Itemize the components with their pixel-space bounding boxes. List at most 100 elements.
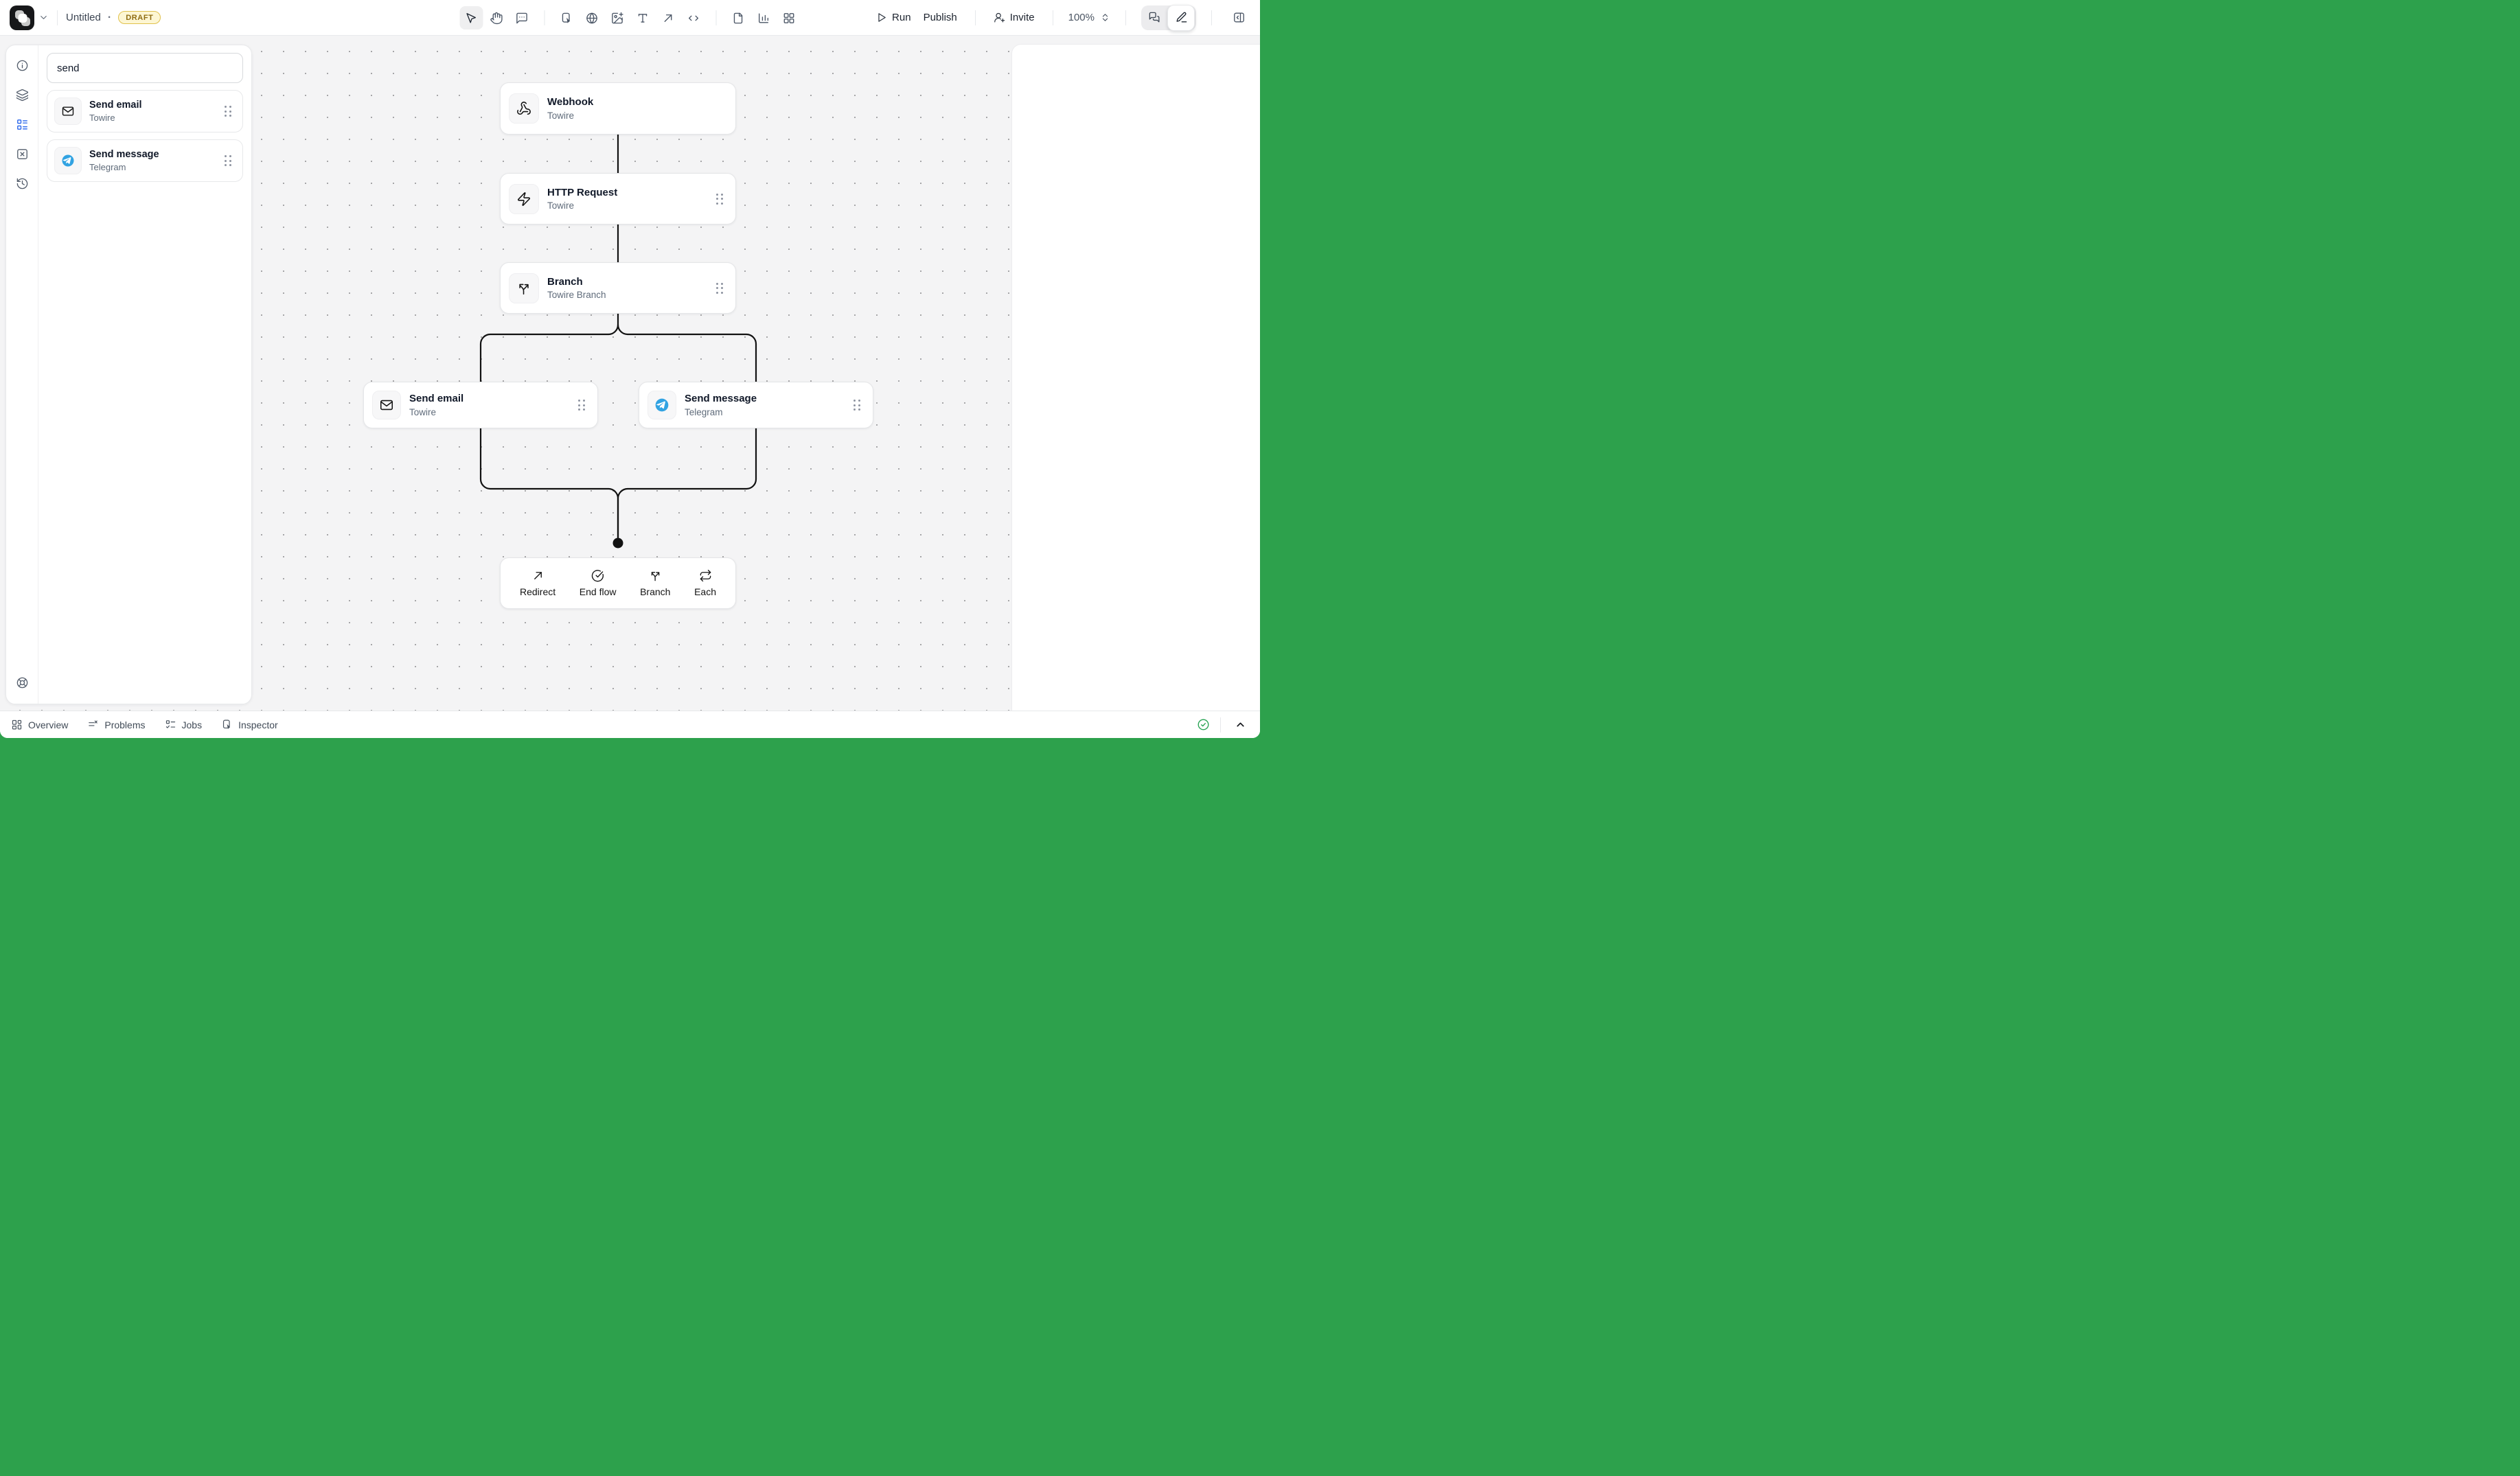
node-iconbox	[509, 183, 539, 214]
node-title: Webhook	[547, 96, 594, 108]
rail-info-button[interactable]	[10, 54, 34, 77]
zoom-value: 100%	[1068, 12, 1095, 23]
topbar-actions: Run Publish Invite 100%	[873, 4, 1250, 31]
node-drag-handle[interactable]	[713, 191, 726, 207]
code-tool-button[interactable]	[682, 6, 705, 30]
invite-button[interactable]: Invite	[991, 8, 1038, 27]
frame-select-tool-button[interactable]	[555, 6, 578, 30]
node-iconbox	[648, 391, 676, 419]
divider	[1125, 10, 1126, 25]
rail-layers-button[interactable]	[10, 83, 34, 106]
mail-icon	[62, 106, 74, 116]
node-search-panel: Send email Towire Send message Telegram	[38, 45, 251, 704]
divider	[57, 10, 58, 25]
workspace-menu-button[interactable]	[38, 12, 49, 23]
action-redirect[interactable]: Redirect	[520, 569, 555, 597]
divider	[715, 10, 716, 25]
run-label: Run	[892, 12, 911, 23]
node-drag-handle[interactable]	[851, 397, 864, 413]
chevron-down-icon	[41, 16, 47, 19]
action-each[interactable]: Each	[694, 569, 716, 597]
tab-jobs[interactable]: Jobs	[165, 719, 203, 730]
comments-mode-button[interactable]	[1143, 8, 1166, 28]
tab-label: Jobs	[181, 719, 203, 730]
flow-endpoint-dot[interactable]	[612, 538, 623, 549]
rail-box-x-button[interactable]	[10, 142, 34, 165]
pen-line-icon	[1176, 12, 1187, 23]
panel-toggle-button[interactable]	[1227, 6, 1250, 30]
search-result-send-email[interactable]: Send email Towire	[47, 90, 243, 132]
split-icon	[651, 571, 660, 581]
zoom-control[interactable]: 100%	[1068, 12, 1110, 23]
select-tool-button[interactable]	[459, 6, 483, 30]
comment-tool-button[interactable]	[510, 6, 534, 30]
node-title: Branch	[547, 275, 583, 288]
hand-icon	[490, 12, 503, 24]
result-drag-handle[interactable]	[222, 103, 235, 119]
image-tool-button[interactable]	[606, 6, 629, 30]
text-tool-button[interactable]	[631, 6, 654, 30]
repeat-icon	[700, 569, 711, 582]
tab-inspector[interactable]: Inspector	[221, 719, 278, 730]
tab-problems[interactable]: Problems	[87, 719, 146, 730]
frame-select-icon	[562, 12, 571, 23]
node-title: Send email	[409, 393, 464, 405]
publish-label: Publish	[923, 12, 957, 23]
node-drag-handle[interactable]	[713, 280, 726, 297]
list-x-icon	[89, 720, 98, 726]
help-buoy-icon	[16, 677, 27, 688]
split-icon	[519, 284, 529, 295]
node-drag-handle[interactable]	[575, 397, 588, 413]
telegram-icon	[62, 154, 74, 167]
action-label: End flow	[579, 586, 617, 597]
expand-panel-button[interactable]	[1231, 716, 1249, 734]
node-send-email[interactable]: Send email Towire	[363, 382, 598, 428]
node-webhook[interactable]: Webhook Towire	[500, 82, 736, 135]
zap-icon	[517, 192, 531, 206]
comments-icon	[1149, 12, 1160, 23]
tab-overview[interactable]: Overview	[11, 719, 68, 730]
document-title[interactable]: Untitled	[66, 12, 101, 23]
app-logo[interactable]	[10, 5, 34, 30]
node-texts: Branch Towire Branch	[547, 276, 606, 300]
rail-help-button[interactable]	[10, 671, 34, 694]
edit-mode-button[interactable]	[1167, 4, 1195, 31]
canvas-toolbar	[459, 0, 801, 36]
telegram-icon	[655, 398, 669, 412]
grid-tool-button[interactable]	[777, 6, 801, 30]
node-branch[interactable]: Branch Towire Branch	[500, 262, 736, 314]
run-button[interactable]: Run	[873, 8, 914, 27]
info-icon	[16, 60, 27, 71]
arrow-tool-button[interactable]	[656, 6, 680, 30]
divider	[1211, 10, 1212, 25]
action-branch[interactable]: Branch	[640, 569, 670, 597]
node-iconbox	[509, 93, 539, 124]
chart-tool-button[interactable]	[752, 6, 775, 30]
publish-button[interactable]: Publish	[921, 8, 960, 27]
search-result-send-message[interactable]: Send message Telegram	[47, 139, 243, 182]
action-end-flow[interactable]: End flow	[579, 569, 617, 597]
result-drag-handle[interactable]	[222, 152, 235, 169]
globe-tool-button[interactable]	[580, 6, 604, 30]
layers-icon	[16, 89, 28, 101]
node-subtitle: Telegram	[685, 406, 723, 417]
top-bar: Untitled · DRAFT	[0, 0, 1260, 36]
node-list-icon	[16, 119, 27, 130]
node-texts: Webhook Towire	[547, 96, 593, 120]
node-texts: Send message Telegram	[685, 393, 757, 417]
bottom-status-bar: Overview Problems Jobs Inspector	[0, 711, 1260, 738]
left-side-panel: Send email Towire Send message Telegram	[5, 45, 252, 704]
node-send-message[interactable]: Send message Telegram	[639, 382, 873, 428]
pan-tool-button[interactable]	[485, 6, 508, 30]
result-iconbox	[54, 97, 82, 125]
rail-node-list-button[interactable]	[10, 113, 34, 136]
chart-column-icon	[758, 12, 769, 23]
result-subtitle: Towire	[89, 112, 115, 123]
comment-icon	[516, 12, 527, 23]
node-http-request[interactable]: HTTP Request Towire	[500, 173, 736, 224]
node-search-input[interactable]	[47, 53, 243, 83]
file-tool-button[interactable]	[726, 6, 750, 30]
history-icon	[16, 178, 27, 189]
rail-history-button[interactable]	[10, 172, 34, 195]
flow-editor-app: Untitled · DRAFT	[0, 0, 1260, 738]
